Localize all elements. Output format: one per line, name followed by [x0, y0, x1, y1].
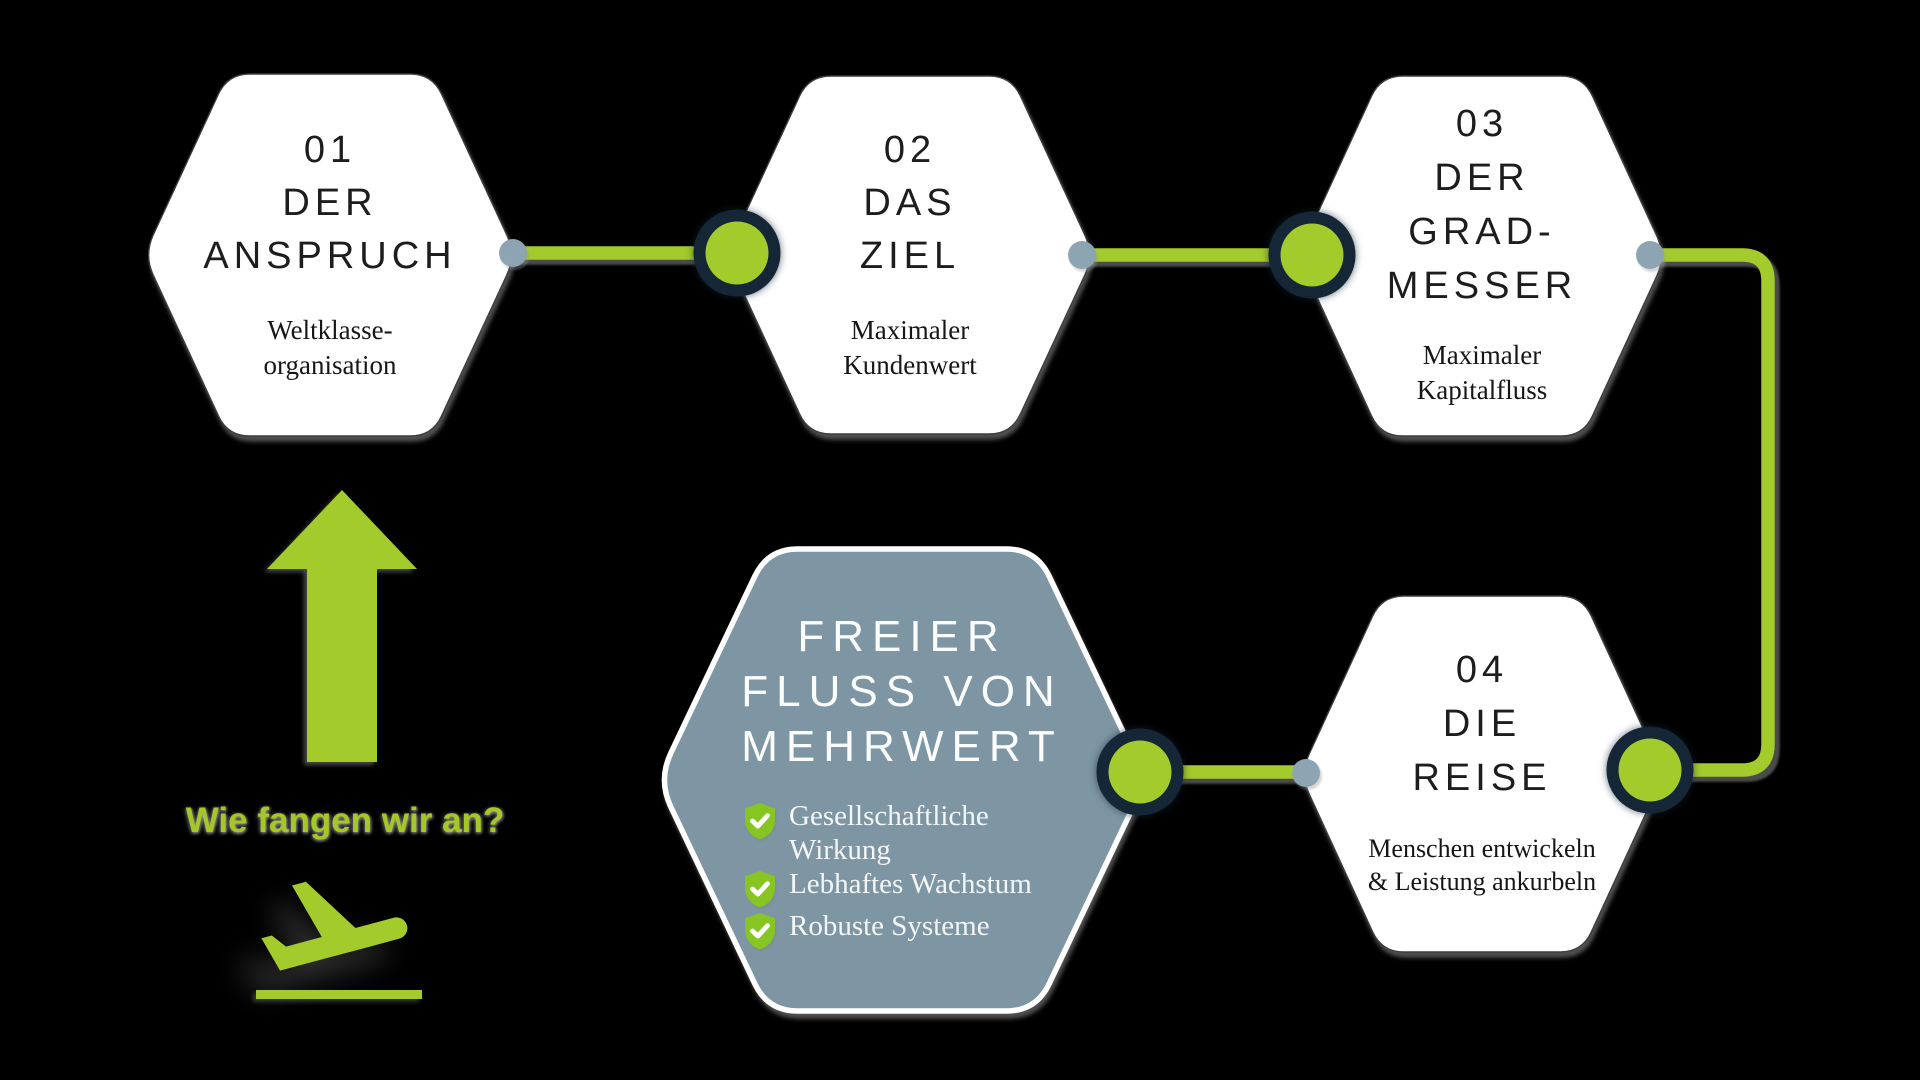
step-2-subtitle: Maximaler Kundenwert — [726, 313, 1094, 383]
node-core — [1280, 223, 1344, 287]
subtitle-line: Weltklasse- — [267, 315, 393, 345]
step-3-subtitle: Maximaler Kapitalfluss — [1298, 338, 1666, 408]
step-2-title: 02 DAS ZIEL — [726, 124, 1094, 283]
question-label: Wie fangen wir an? — [185, 801, 505, 840]
shield-check-icon — [745, 803, 775, 840]
checklist-label: Gesellschaftliche Wirkung — [789, 800, 989, 866]
title-line: FLUSS VON — [741, 667, 1063, 716]
node-circle-4 — [1096, 728, 1184, 816]
value-hex-checklist: Gesellschaftliche Wirkung Lebhaftes Wach… — [742, 799, 1094, 951]
hexagon-step-3 — [1301, 75, 1663, 437]
step-number: 01 — [303, 129, 357, 171]
title-line: DAS — [863, 182, 957, 224]
subtitle-line: & Leistung ankurbeln — [1367, 867, 1597, 896]
node-dot-1 — [499, 239, 527, 267]
step-1-title: 01 DER ANSPRUCH — [145, 124, 515, 283]
node-core — [1618, 738, 1682, 802]
title-line: DER — [282, 182, 378, 224]
node-dot-4 — [1292, 759, 1320, 787]
node-dot-3 — [1636, 241, 1664, 269]
title-line: FREIER — [797, 612, 1007, 661]
checklist-item: Robuste Systeme — [742, 909, 1094, 951]
hexagon-step-1 — [147, 73, 513, 437]
subtitle-line: organisation — [263, 350, 397, 380]
title-line: ZIEL — [859, 235, 961, 277]
title-line: GRAD- — [1408, 211, 1556, 253]
checklist-label: Lebhaftes Wachstum — [789, 868, 1032, 900]
up-arrow-icon — [267, 490, 417, 762]
node-circle-1 — [693, 209, 781, 297]
checklist-item: Gesellschaftliche Wirkung — [742, 799, 1094, 867]
node-core — [1108, 740, 1172, 804]
title-line: MEHRWERT — [741, 722, 1063, 771]
step-1-subtitle: Weltklasse- organisation — [145, 313, 515, 383]
subtitle-line: Kapitalfluss — [1416, 375, 1548, 405]
step-number: 04 — [1455, 649, 1509, 691]
node-core — [705, 221, 769, 285]
subtitle-line: Menschen entwickeln — [1368, 834, 1596, 863]
subtitle-line: Kundenwert — [843, 350, 977, 380]
runway-line — [256, 990, 422, 999]
node-circle-2 — [1268, 211, 1356, 299]
step-number: 02 — [883, 129, 937, 171]
step-3-title: 03 DER GRAD- MESSER — [1298, 97, 1666, 313]
title-line: ANSPRUCH — [203, 235, 457, 277]
hexagon-step-2 — [729, 75, 1091, 435]
connector-elbow-3-4 — [1656, 248, 1775, 777]
subtitle-line: Maximaler — [1422, 340, 1542, 370]
step-number: 03 — [1455, 103, 1509, 145]
step-4-subtitle: Menschen entwickeln & Leistung ankurbeln — [1300, 832, 1664, 898]
title-line: REISE — [1412, 757, 1552, 799]
title-line: MESSER — [1386, 265, 1578, 307]
node-dot-2 — [1068, 241, 1096, 269]
checklist-item: Lebhaftes Wachstum — [742, 867, 1094, 909]
shield-check-icon — [745, 871, 775, 908]
step-4-title: 04 DIE REISE — [1300, 643, 1664, 805]
checklist-label: Robuste Systeme — [789, 910, 990, 942]
title-line: DIE — [1442, 703, 1522, 745]
airplane-takeoff-icon — [261, 881, 408, 971]
shield-check-icon — [745, 913, 775, 950]
value-hex-title: FREIER FLUSS VON MEHRWERT — [657, 609, 1147, 774]
node-circle-3 — [1606, 726, 1694, 814]
subtitle-line: Maximaler — [850, 315, 970, 345]
title-line: DER — [1434, 157, 1530, 199]
